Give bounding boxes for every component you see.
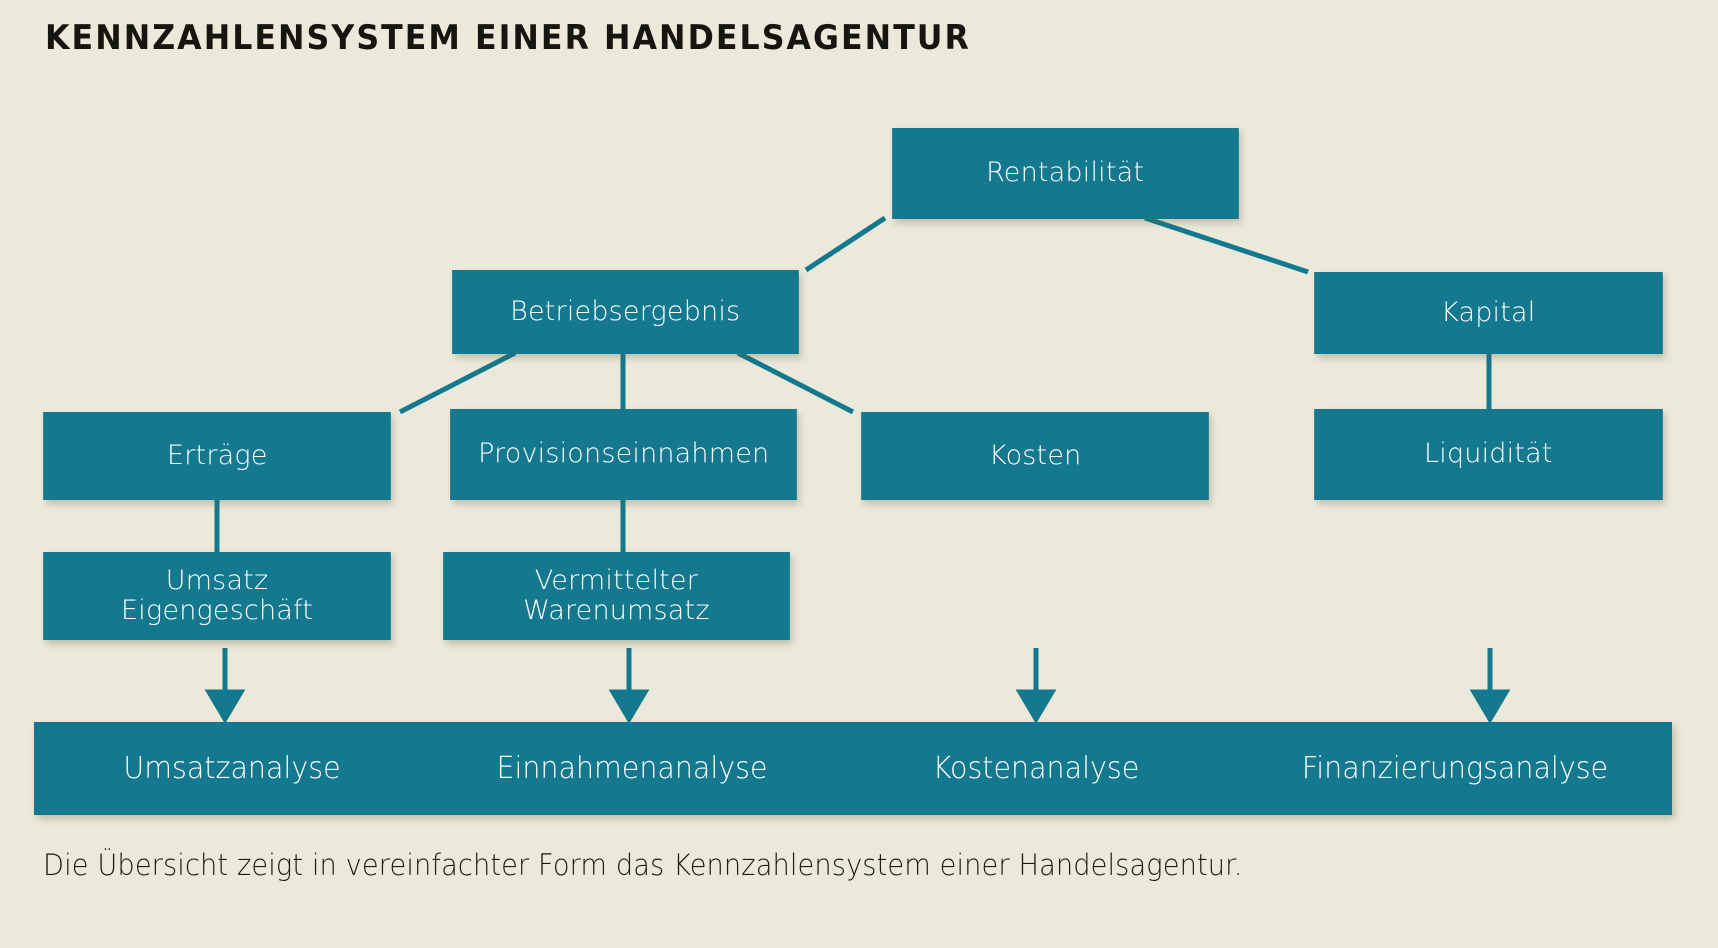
node-ertraege-label: Erträge	[166, 439, 268, 471]
node-umsatz-eigengeschaeft[interactable]: Umsatz Eigengeschäft	[43, 552, 391, 640]
edge-betriebsergebnis-kosten	[736, 350, 855, 415]
node-vermittelter-warenumsatz-line1: Vermittelter	[534, 564, 699, 596]
analysis-bar: Umsatzanalyse Einnahmenanalyse Kostenana…	[34, 722, 1672, 815]
node-umsatz-eigengeschaeft-line1: Umsatz	[165, 564, 269, 596]
node-kosten-label: Kosten	[988, 439, 1082, 471]
node-rentabilitaet-label: Rentabilität	[986, 157, 1145, 189]
node-vermittelter-warenumsatz[interactable]: Vermittelter Warenumsatz	[443, 552, 790, 640]
kennzahlensystem-diagram: Rentabilität Betriebsergebnis Kapital Er…	[34, 128, 1672, 815]
arrow-finanzierungsanalyse	[1469, 648, 1511, 724]
arrow-einnahmenanalyse	[608, 648, 650, 724]
node-provisionseinnahmen[interactable]: Provisionseinnahmen	[450, 409, 797, 500]
node-ertraege[interactable]: Erträge	[43, 412, 391, 500]
node-umsatz-eigengeschaeft-label: Umsatz Eigengeschäft	[113, 564, 321, 626]
page-title: KENNZAHLENSYSTEM EINER HANDELSAGENTUR	[45, 18, 971, 58]
node-kapital-label: Kapital	[1441, 296, 1536, 328]
bottom-item-kostenanalyse-label: Kostenanalyse	[932, 751, 1140, 786]
node-umsatz-eigengeschaeft-line2: Eigengeschäft	[121, 595, 313, 626]
node-provisionseinnahmen-label: Provisionseinnahmen	[477, 438, 770, 470]
edge-rentabilitaet-kapital	[1144, 215, 1309, 275]
node-liquiditaet[interactable]: Liquidität	[1314, 409, 1663, 500]
node-rentabilitaet[interactable]: Rentabilität	[892, 128, 1239, 219]
node-vermittelter-warenumsatz-label: Vermittelter Warenumsatz	[515, 564, 718, 626]
bottom-item-finanzierungsanalyse-label: Finanzierungsanalyse	[1301, 751, 1609, 786]
bottom-item-umsatzanalyse[interactable]: Umsatzanalyse	[44, 722, 420, 815]
bottom-item-einnahmenanalyse-label: Einnahmenanalyse	[496, 751, 768, 786]
node-kosten[interactable]: Kosten	[861, 412, 1209, 500]
bottom-item-kostenanalyse[interactable]: Kostenanalyse	[844, 722, 1228, 815]
node-betriebsergebnis-label: Betriebsergebnis	[510, 295, 741, 327]
arrow-kostenanalyse	[1015, 648, 1057, 724]
node-liquiditaet-label: Liquidität	[1424, 438, 1553, 470]
node-vermittelter-warenumsatz-line2: Warenumsatz	[523, 595, 710, 626]
bottom-item-finanzierungsanalyse[interactable]: Finanzierungsanalyse	[1249, 722, 1661, 815]
node-kapital[interactable]: Kapital	[1314, 272, 1663, 354]
edge-betriebsergebnis-ertraege	[398, 350, 517, 415]
arrow-umsatzanalyse	[204, 648, 246, 724]
figure-caption: Die Übersicht zeigt in vereinfachter For…	[43, 848, 1243, 882]
node-betriebsergebnis[interactable]: Betriebsergebnis	[452, 270, 799, 354]
bottom-item-umsatzanalyse-label: Umsatzanalyse	[123, 751, 341, 786]
bottom-item-einnahmenanalyse[interactable]: Einnahmenanalyse	[440, 722, 824, 815]
edge-rentabilitaet-betriebsergebnis	[804, 215, 887, 273]
